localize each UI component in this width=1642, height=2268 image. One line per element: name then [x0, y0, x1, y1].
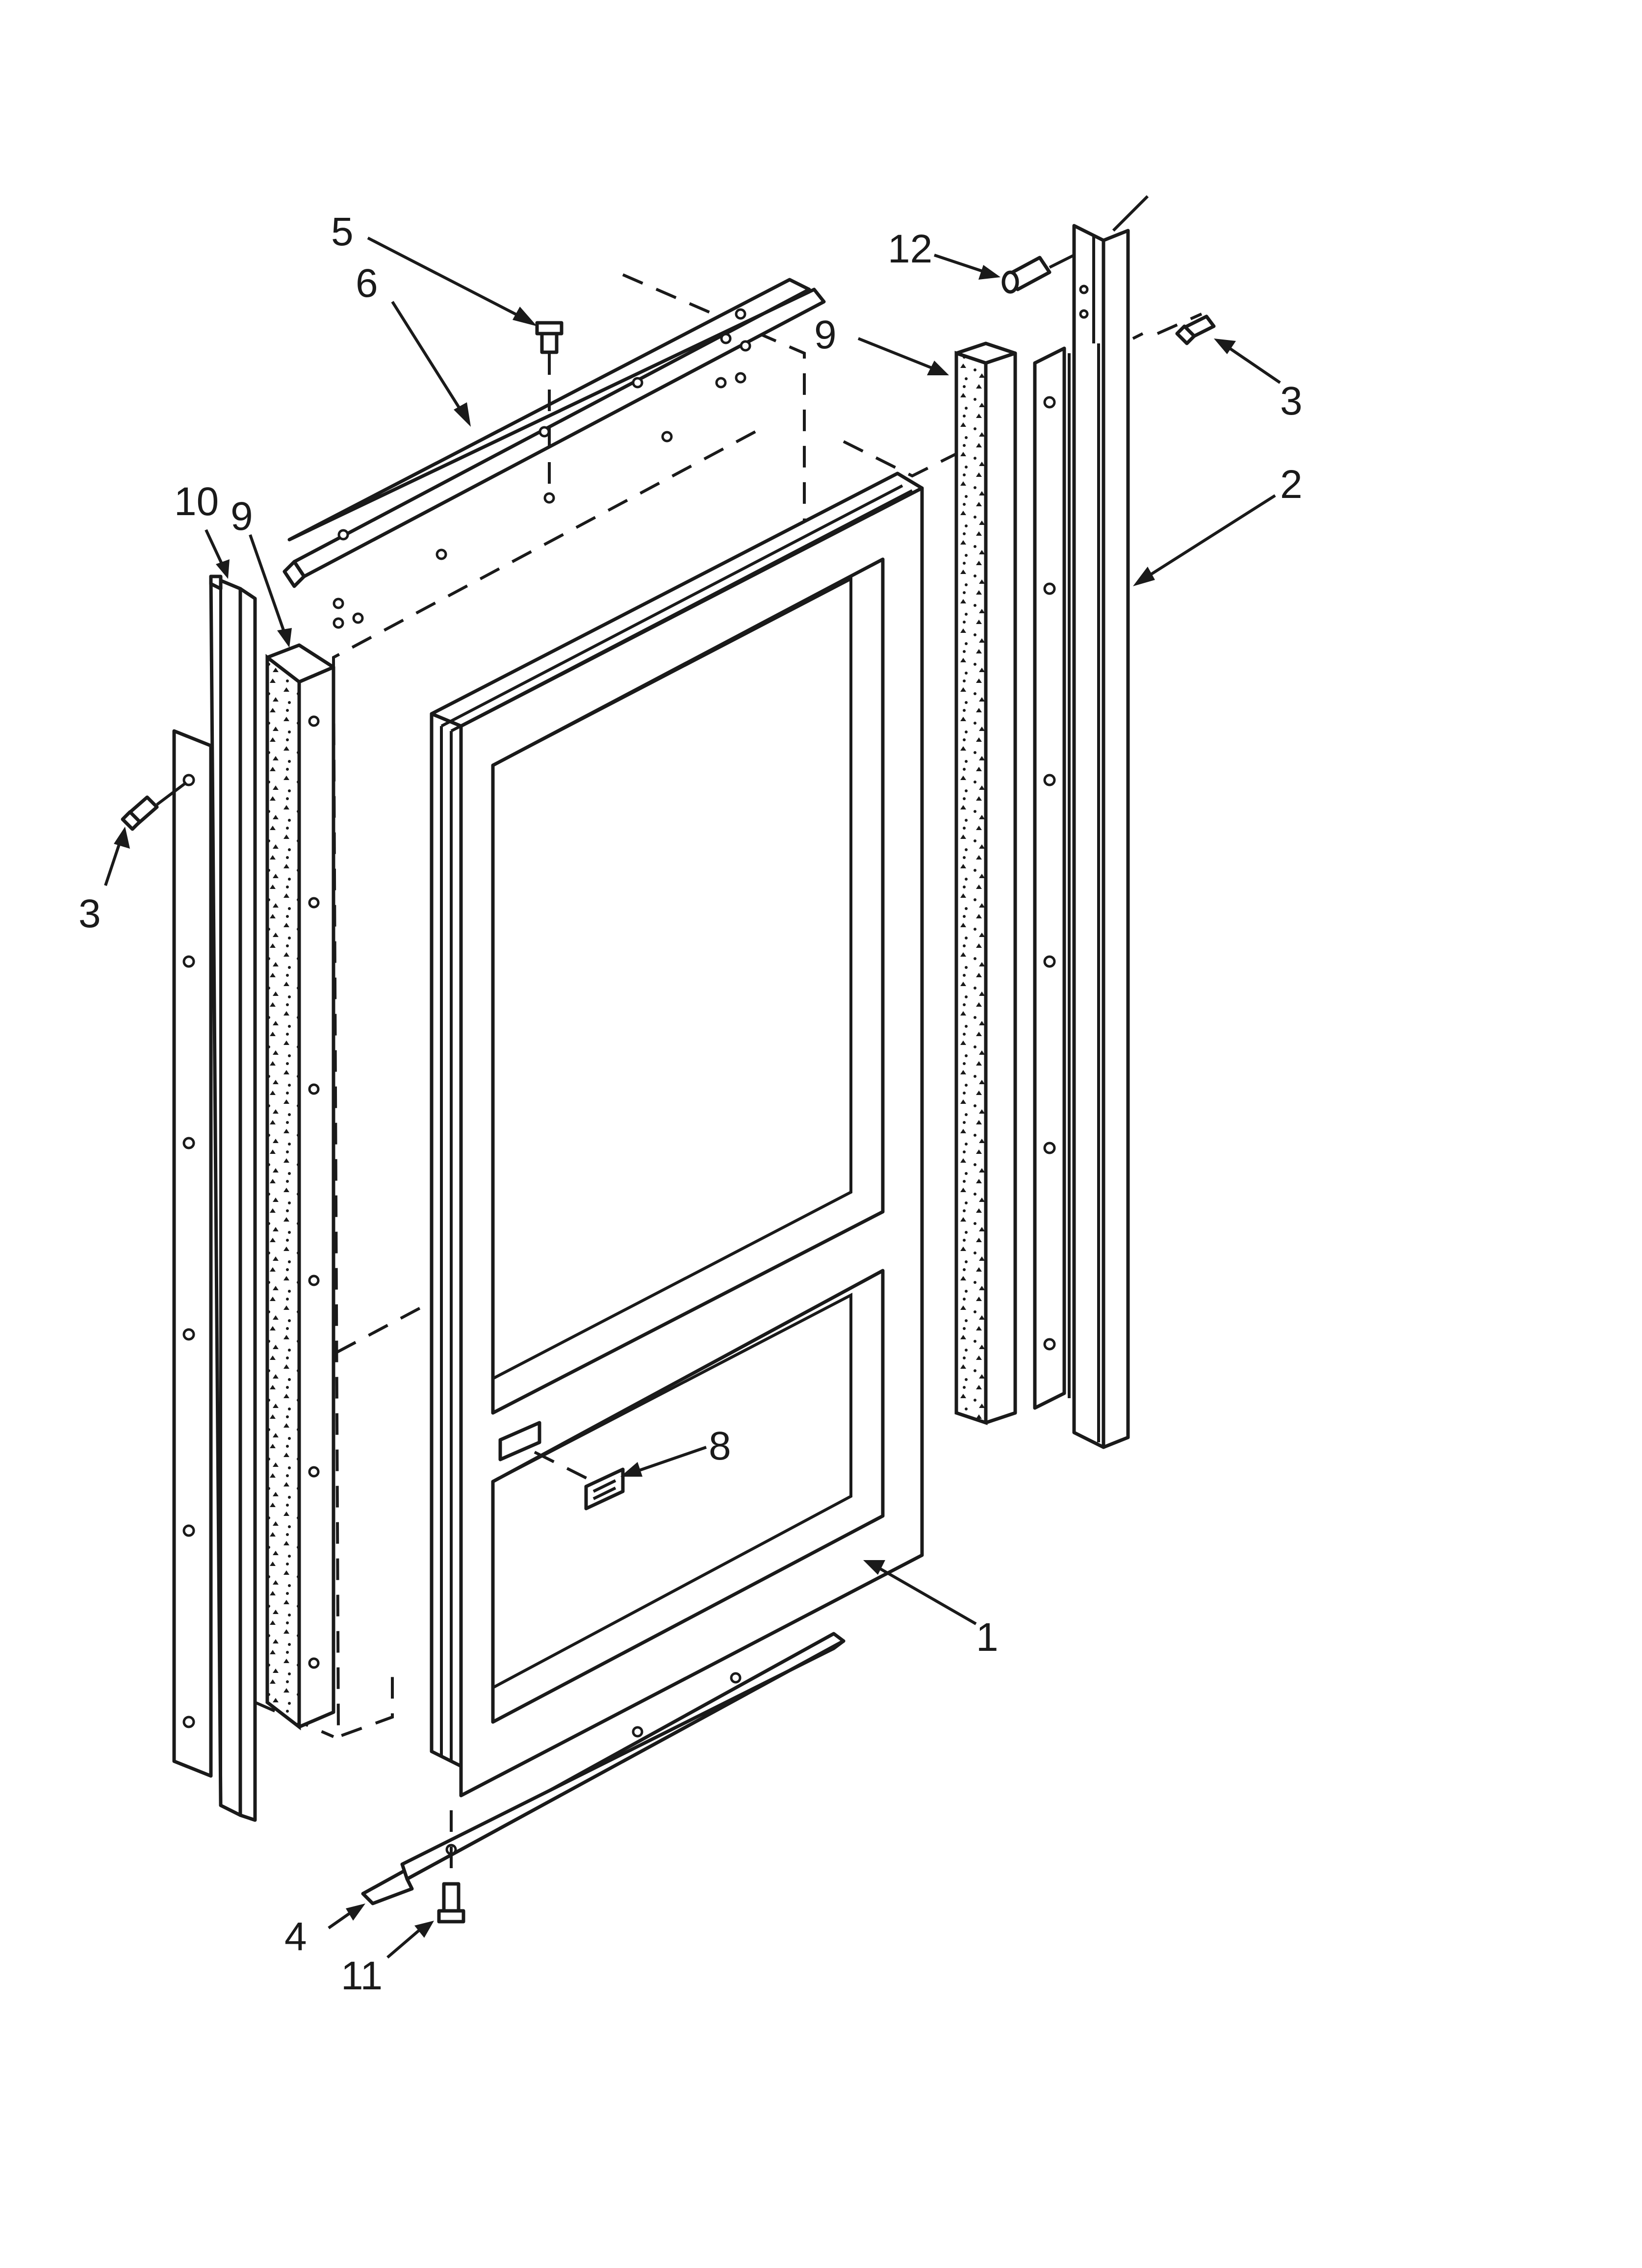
callout-1: 1 [976, 1615, 999, 1660]
leader-lines [104, 236, 1281, 1959]
screw-part-11 [437, 1810, 465, 1924]
badge-part-8 [498, 1421, 625, 1511]
callout-9-left: 9 [231, 494, 253, 539]
callout-9-right: 9 [814, 313, 837, 357]
screw-part-5 [535, 321, 564, 504]
left-mounting-plate [172, 729, 213, 1778]
callout-12: 12 [888, 227, 932, 271]
screw-part-3-right [1175, 314, 1216, 345]
callout-10: 10 [174, 479, 219, 524]
door-frame-part-1 [430, 471, 924, 1798]
callout-8: 8 [709, 1424, 731, 1468]
right-mounting-plate [1033, 346, 1071, 1410]
callout-2: 2 [1280, 462, 1303, 507]
callout-3-left: 3 [78, 891, 101, 936]
right-side-rail-part-2 [1072, 195, 1149, 1449]
callout-4: 4 [284, 1914, 307, 1959]
left-side-rail-part-10 [209, 574, 257, 1822]
bottom-trim-strip-part-4 [361, 1632, 846, 1905]
screw-part-3-left [121, 781, 187, 831]
callout-3-right: 3 [1280, 379, 1303, 423]
right-foam-strip-part-9 [954, 341, 1017, 1425]
callout-labels: 5 6 12 9 3 2 10 9 3 8 1 4 11 [78, 209, 1303, 1998]
top-trim-strip-part-6 [282, 278, 826, 629]
pin-part-12 [1001, 254, 1075, 294]
callout-11: 11 [341, 1954, 383, 1998]
callout-5: 5 [331, 209, 354, 254]
callout-6: 6 [356, 261, 378, 306]
left-foam-strip-part-9 [265, 643, 335, 1731]
